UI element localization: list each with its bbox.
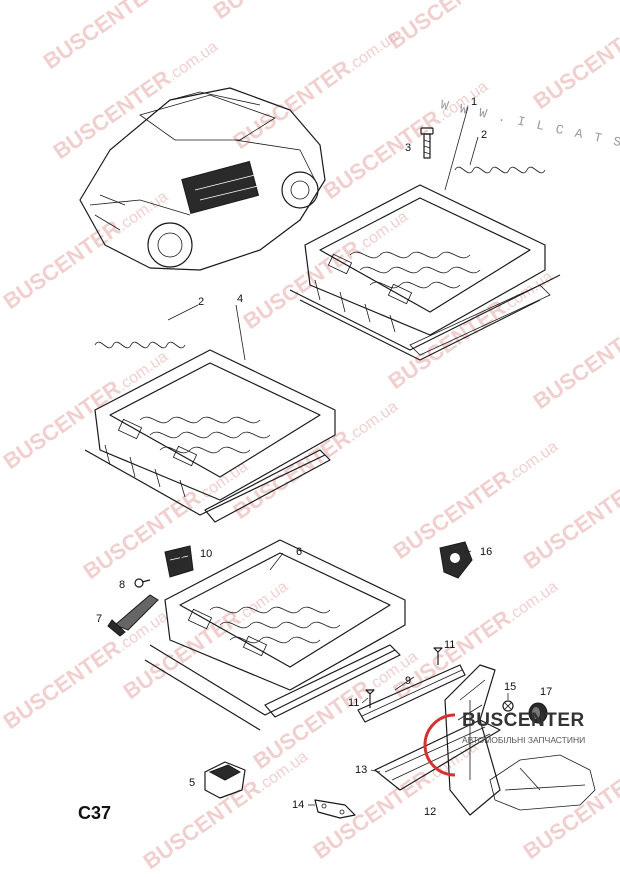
svg-text:BUSCENTER.com.ua: BUSCENTER.com.ua [384, 262, 557, 394]
svg-text:BUSCENTER.com.ua: BUSCENTER.com.ua [519, 732, 620, 864]
svg-text:BUSCENTER.com.ua: BUSCENTER.com.ua [239, 202, 412, 334]
cap-part-17 [528, 702, 548, 724]
callout-5: 5 [189, 777, 195, 789]
svg-text:BUSCENTER.com.ua: BUSCENTER.com.ua [384, 0, 557, 54]
callout-10: 10 [200, 548, 212, 560]
callout-11-upper: 11 [444, 639, 455, 651]
screw-part-11-lower [365, 689, 375, 708]
callout-14: 14 [292, 799, 304, 811]
svg-text:BUSCENTER.com.ua: BUSCENTER.com.ua [309, 732, 482, 864]
buscenter-logo [423, 700, 596, 811]
callout-6: 6 [296, 546, 302, 558]
diagram-code: C37 [78, 803, 112, 823]
screw-part-8 [134, 578, 151, 588]
callout-8: 8 [119, 579, 125, 591]
svg-text:BUSCENTER.com.ua: BUSCENTER.com.ua [249, 642, 422, 774]
callout-17: 17 [540, 686, 552, 698]
trim-part-13 [374, 719, 501, 791]
bolt-part-3 [420, 127, 434, 159]
leader-lines [167, 106, 509, 806]
svg-text:BUSCENTER.com.ua: BUSCENTER.com.ua [209, 0, 382, 24]
svg-text:BUSCENTER.com.ua: BUSCENTER.com.ua [0, 342, 172, 474]
screw-part-11-upper [433, 647, 443, 665]
callout-2-left: 2 [198, 296, 204, 308]
plate-part-14 [314, 799, 356, 819]
spring-upper [454, 166, 546, 174]
callout-11-lower: 11 [348, 697, 359, 709]
callout-13: 13 [355, 764, 367, 776]
cover-part-5 [204, 761, 246, 799]
logo-tagline: АВТОМОБІЛЬНІ ЗАПЧАСТИНИ [462, 735, 586, 745]
callout-2-upper: 2 [481, 129, 487, 141]
svg-text:BUSCENTER.com.ua: BUSCENTER.com.ua [319, 72, 492, 204]
callout-9: 9 [405, 675, 411, 687]
callout-labels: 1 2 3 2 4 10 6 16 8 7 11 9 11 15 17 13 5… [96, 96, 552, 818]
svg-text:BUSCENTER.com.ua: BUSCENTER.com.ua [389, 572, 562, 704]
bracket-part-10 [164, 545, 194, 578]
callout-7: 7 [96, 613, 102, 625]
callout-3: 3 [405, 142, 411, 154]
callout-16: 16 [480, 546, 492, 558]
svg-text:BUSCENTER.com.ua: BUSCENTER.com.ua [79, 452, 252, 584]
svg-text:BUSCENTER.com.ua: BUSCENTER.com.ua [529, 282, 620, 414]
svg-text:BUSCENTER.com.ua: BUSCENTER.com.ua [529, 0, 620, 114]
trim-part-9 [357, 664, 466, 723]
callout-1: 1 [471, 96, 477, 108]
clip-part-15 [502, 700, 514, 712]
motor-part-16 [439, 541, 473, 579]
seat-frame-lower [144, 539, 406, 731]
callout-15: 15 [504, 681, 516, 693]
spring-left [94, 341, 186, 349]
callout-12: 12 [424, 806, 436, 818]
seat-frame-upper [289, 184, 561, 361]
seat-frame-middle [84, 349, 336, 523]
car-illustration [79, 87, 326, 271]
handle-part-7 [107, 594, 159, 637]
svg-text:BUSCENTER.com.ua: BUSCENTER.com.ua [229, 22, 402, 154]
callout-4: 4 [237, 293, 243, 305]
logo-name: BUSCENTER [462, 710, 585, 731]
